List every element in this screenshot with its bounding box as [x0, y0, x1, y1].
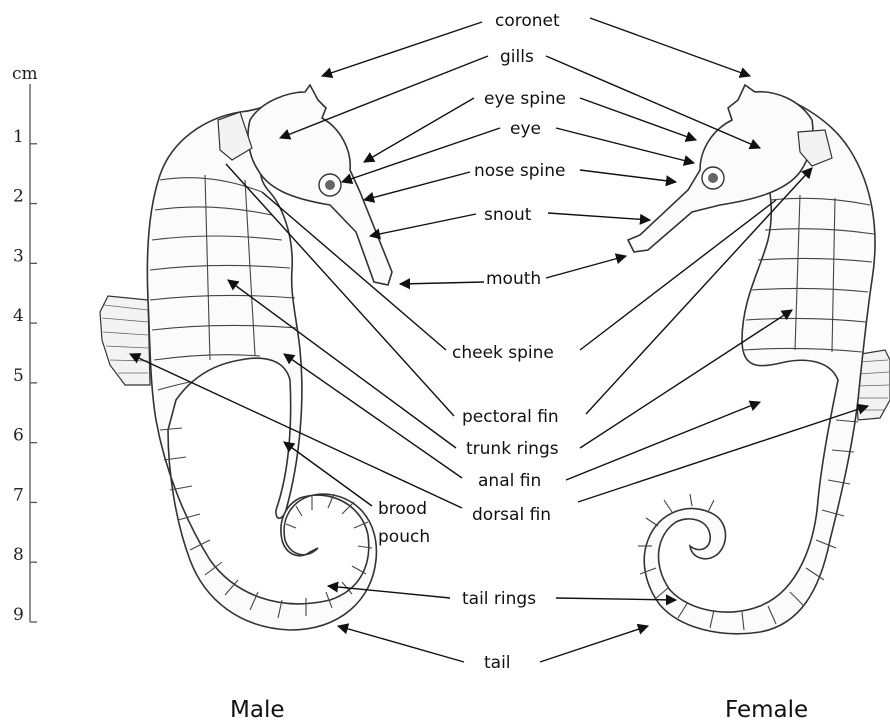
- pointer-coronet-female: [590, 18, 750, 76]
- label-nose-spine: nose spine: [474, 161, 566, 181]
- pointer-trunk-rings-female: [580, 310, 792, 448]
- label-eye-spine: eye spine: [484, 89, 566, 109]
- pointer-snout-female: [548, 213, 650, 220]
- label-snout: snout: [484, 205, 532, 225]
- scale-tick-label: 5: [13, 366, 24, 386]
- female-seahorse-illustration: [628, 85, 890, 634]
- label-trunk-rings: trunk rings: [466, 439, 559, 459]
- scale-tick-label: 4: [13, 306, 24, 326]
- caption-female: Female: [725, 697, 808, 721]
- label-mouth: mouth: [486, 269, 541, 289]
- label-tail: tail: [484, 653, 511, 673]
- label-anal-fin: anal fin: [478, 471, 541, 491]
- pointer-trunk-rings-male: [228, 280, 456, 448]
- label-brood-pouch-line1: brood: [378, 499, 427, 519]
- scale-tick-label: 3: [13, 246, 24, 266]
- male-pupil: [325, 180, 335, 190]
- pointer-anal-fin-male: [284, 354, 462, 478]
- labels: coronet gills eye spine eye nose spine s…: [378, 11, 566, 673]
- label-pectoral-fin: pectoral fin: [462, 407, 559, 427]
- label-tail-rings: tail rings: [462, 589, 536, 609]
- scale-tick-label: 7: [13, 485, 24, 505]
- pointer-anal-fin-female: [566, 402, 760, 480]
- male-seahorse-illustration: [100, 85, 392, 630]
- pointer-eye-female: [556, 128, 694, 163]
- pointer-eye-spine-female: [580, 98, 696, 140]
- pointer-eye-spine-male: [364, 98, 474, 162]
- pointer-nose-spine-male: [364, 172, 470, 200]
- label-eye: eye: [510, 119, 541, 139]
- scale-tick-label: 6: [13, 426, 24, 446]
- male-tail-rings: [160, 428, 372, 618]
- pointer-tail-male: [338, 626, 464, 662]
- caption-male: Male: [230, 697, 284, 721]
- pointer-snout-male: [370, 214, 476, 236]
- pointer-mouth-female: [546, 256, 626, 278]
- scale-tick-label: 8: [13, 545, 24, 565]
- label-cheek-spine: cheek spine: [452, 343, 554, 363]
- female-pupil: [708, 173, 718, 183]
- scale-tick-label: 2: [13, 187, 24, 207]
- scale-bar: cm 1 2 3 4 5 6 7 8 9: [12, 64, 38, 625]
- scale-unit: cm: [12, 64, 38, 84]
- label-gills: gills: [500, 47, 534, 67]
- label-coronet: coronet: [495, 11, 560, 31]
- pointer-nose-spine-female: [580, 170, 676, 182]
- label-dorsal-fin: dorsal fin: [472, 505, 551, 525]
- pointer-tail-female: [540, 626, 648, 662]
- scale-tick-label: 1: [13, 127, 24, 147]
- label-brood-pouch-line2: pouch: [378, 527, 430, 547]
- pointer-mouth-male: [400, 282, 484, 284]
- scale-tick-label: 9: [13, 605, 24, 625]
